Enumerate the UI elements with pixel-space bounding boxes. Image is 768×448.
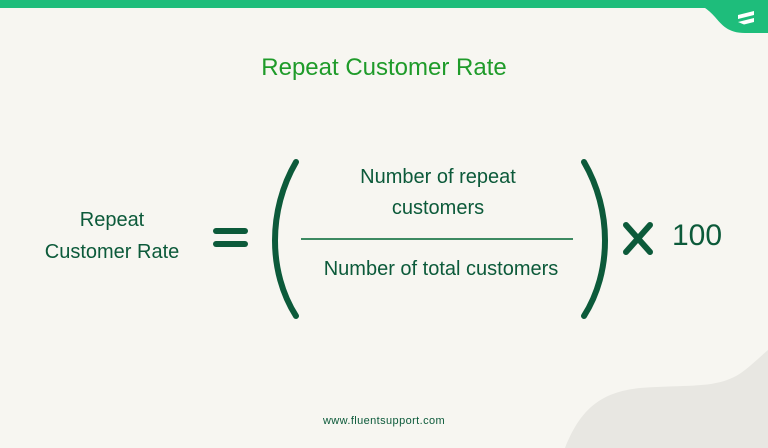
fluent-support-logo-icon [738, 11, 754, 25]
left-paren-icon [272, 159, 299, 319]
fraction-line [301, 238, 573, 240]
numerator-line-2: customers [391, 197, 485, 219]
multiplier-value: 100 [672, 219, 723, 252]
top-brand-bar [0, 0, 768, 8]
page-title: Repeat Customer Rate [261, 54, 507, 81]
right-paren-icon [581, 159, 608, 319]
multiply-icon [623, 222, 653, 255]
formula-lhs: Repeat Customer Rate [20, 204, 204, 268]
denominator: Number of total customers [323, 258, 559, 280]
equals-icon [213, 228, 248, 247]
numerator: Number of repeat customers [300, 162, 576, 224]
numerator-line-1: Number of repeat [360, 166, 516, 188]
website-link[interactable]: www.fluentsupport.com [322, 415, 446, 427]
lhs-line-1: Repeat [79, 209, 145, 231]
lhs-line-2: Customer Rate [44, 241, 180, 263]
